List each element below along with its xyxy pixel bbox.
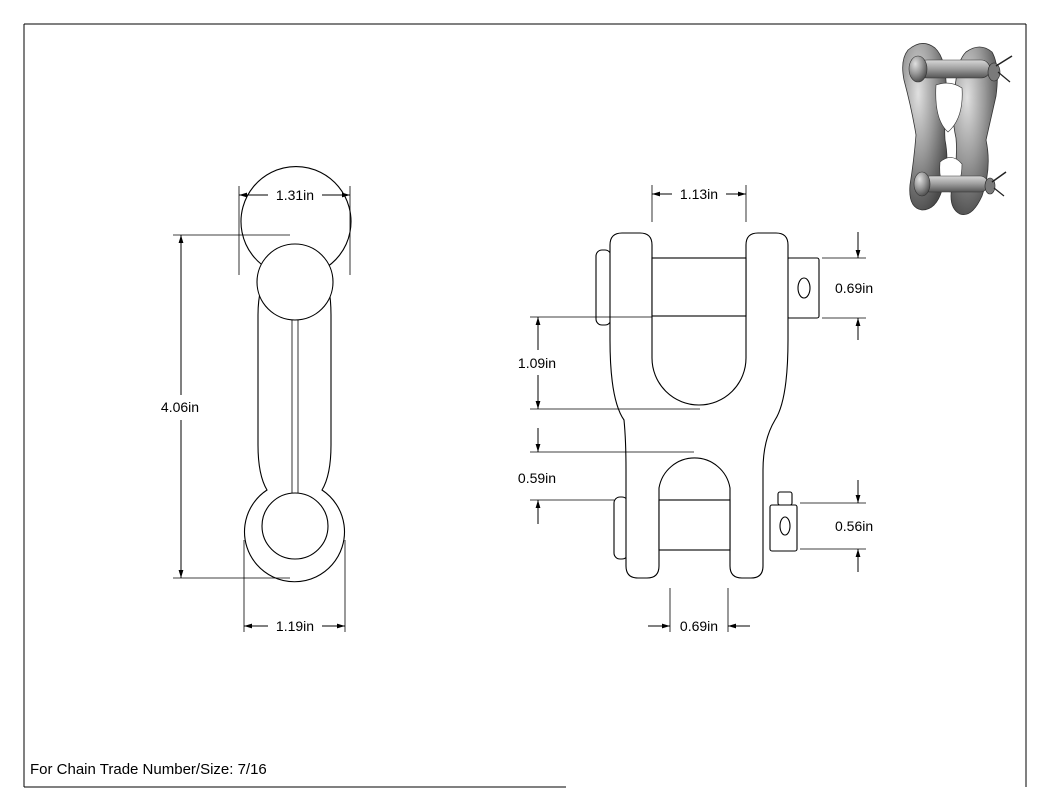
- dim-label-front-bottom-depth: 0.59in: [518, 470, 556, 486]
- dim-label-front-bottom-pin: 0.56in: [835, 518, 873, 534]
- dim-front-top-opening: 1.13in: [651, 185, 747, 222]
- dim-side-length: 4.06in: [161, 234, 290, 579]
- dim-front-bottom-depth: 0.59in: [518, 428, 694, 524]
- dim-label-front-top-pin: 0.69in: [835, 280, 873, 296]
- dim-side-top-width: 1.31in: [238, 186, 351, 275]
- chain-size-caption: For Chain Trade Number/Size: 7/16: [30, 761, 267, 778]
- dim-label-side-bottom-width: 1.19in: [276, 618, 314, 634]
- dim-label-front-top-opening: 1.13in: [680, 186, 718, 202]
- side-view-outline: [240, 165, 352, 583]
- top-pin-head: [595, 249, 612, 326]
- side-view-top-hole: [256, 243, 334, 321]
- front-view-outline: [609, 232, 789, 579]
- dim-front-top-depth: 1.09in: [518, 316, 700, 410]
- bottom-cotter-pin: [777, 491, 793, 506]
- dim-front-bottom-pin: 0.56in: [800, 480, 873, 572]
- top-cotter-hole: [797, 277, 811, 299]
- front-view: 1.13in 0.69in 1.09in 0.59in: [518, 185, 873, 634]
- dim-label-side-length: 4.06in: [161, 399, 199, 415]
- dim-front-top-pin: 0.69in: [822, 232, 873, 340]
- side-view-bottom-hole: [261, 492, 329, 560]
- dim-front-bottom-opening: 0.69in: [648, 588, 750, 634]
- top-pin: [651, 257, 747, 317]
- sheet-border: [23, 23, 1027, 788]
- dim-label-side-top-width: 1.31in: [276, 187, 314, 203]
- dim-label-front-top-depth: 1.09in: [518, 355, 556, 371]
- bottom-pin: [658, 499, 731, 551]
- dim-side-bottom-width: 1.19in: [243, 540, 346, 634]
- side-view: 1.31in 4.06in 1.19in: [161, 165, 352, 634]
- dim-label-front-bottom-opening: 0.69in: [680, 618, 718, 634]
- bottom-cotter-hole: [779, 516, 791, 536]
- shackle-3d-icon: [902, 43, 1013, 215]
